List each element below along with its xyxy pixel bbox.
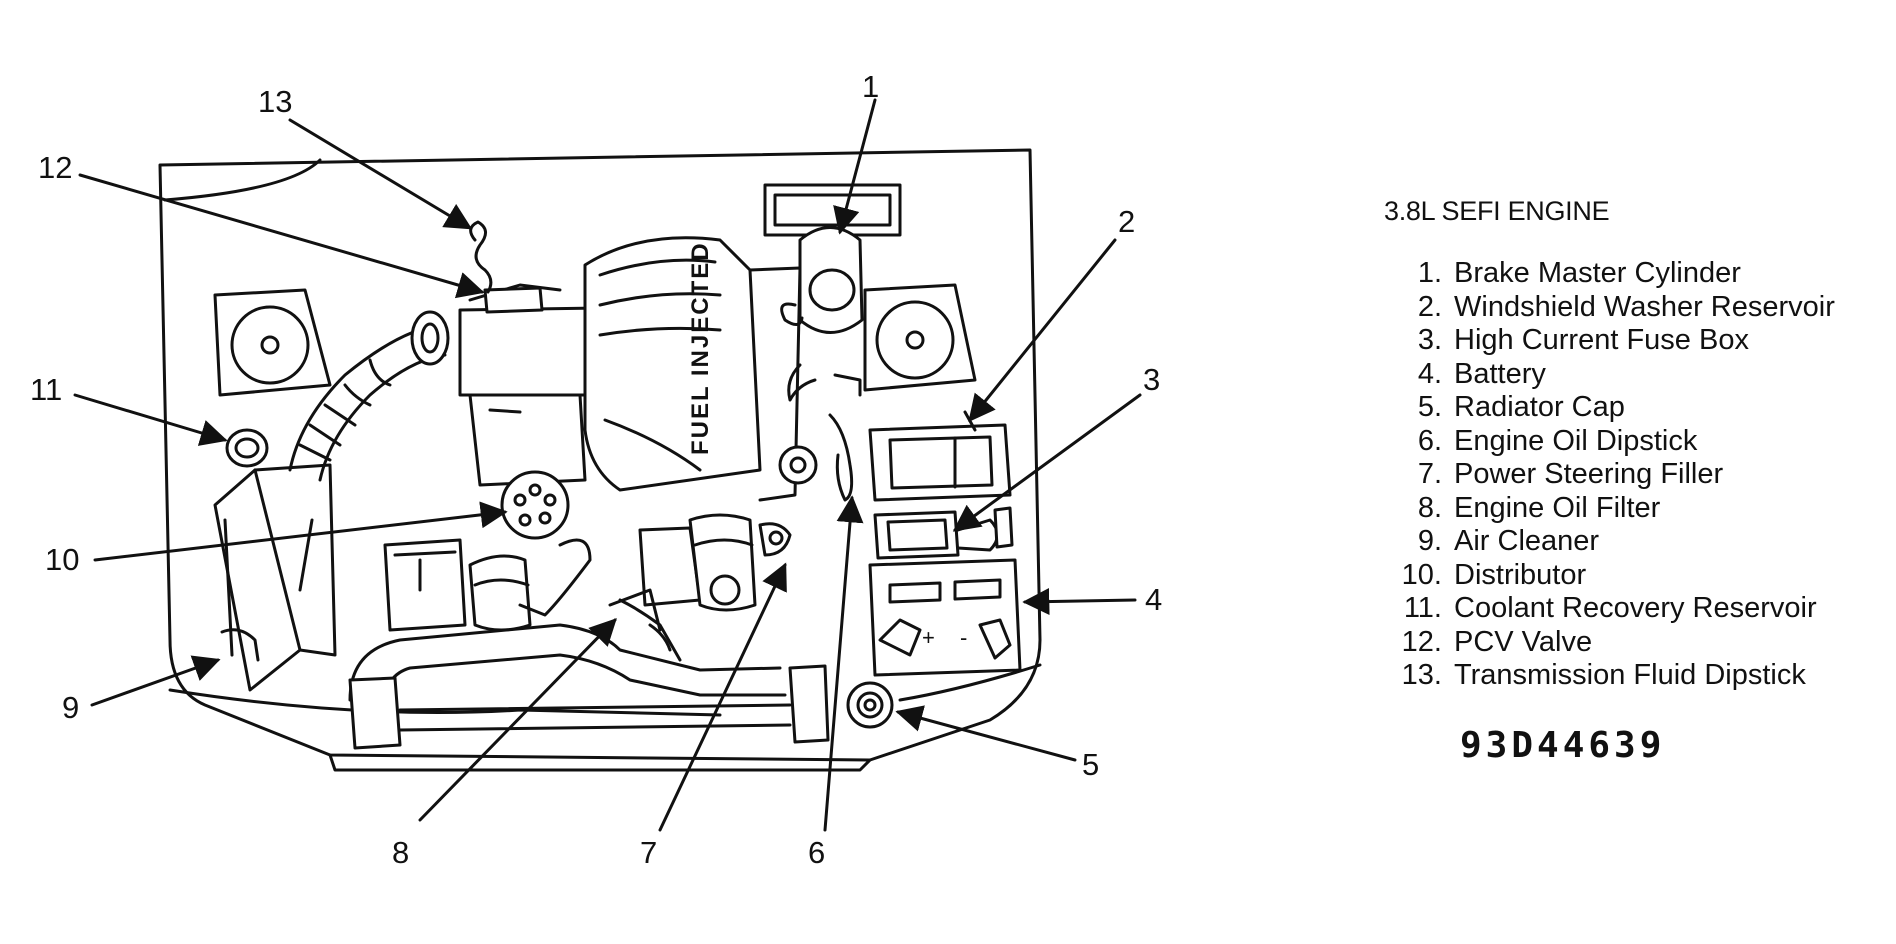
leader-line-3 xyxy=(952,393,1142,532)
legend-item: 11. Coolant Recovery Reservoir xyxy=(1384,592,1884,626)
legend-item-number: 11. xyxy=(1403,592,1442,624)
legend-item-number: 6. xyxy=(1417,424,1442,457)
distributor-part xyxy=(500,470,570,540)
callout-6: 6 xyxy=(808,835,825,870)
legend-item-label: Radiator Cap xyxy=(1454,391,1625,423)
legend-item: 8. Engine Oil Filter xyxy=(1384,492,1884,526)
svg-text:+: + xyxy=(922,625,935,650)
air-intake-duct xyxy=(288,310,450,482)
legend-item: 12. PCV Valve xyxy=(1384,626,1884,660)
fuse-box-part xyxy=(873,506,1014,560)
legend-item: 10. Distributor xyxy=(1384,559,1884,593)
figure-code: 93D44639 xyxy=(1460,724,1666,766)
legend-item: 1. Brake Master Cylinder xyxy=(1384,257,1884,291)
legend-panel: 3.8L SEFI ENGINE 1. Brake Master Cylinder… xyxy=(1384,196,1884,766)
legend-item-label: PCV Valve xyxy=(1454,625,1593,658)
leader-lines xyxy=(73,98,1142,832)
intake-plenum: FUEL INJECTED xyxy=(583,236,802,502)
legend-item-number: 4. xyxy=(1417,357,1442,390)
legend-item-number: 13. xyxy=(1401,659,1442,691)
legend-item-number: 2. xyxy=(1417,290,1442,323)
callout-9: 9 xyxy=(62,690,79,725)
throttle-body xyxy=(458,283,602,487)
coolant-reservoir-part xyxy=(225,428,269,468)
leader-line-8 xyxy=(418,618,617,822)
legend-item-label: Windshield Washer Reservoir xyxy=(1454,290,1835,323)
legend-item-number: 3. xyxy=(1417,324,1442,356)
callout-11: 11 xyxy=(30,372,62,407)
legend-item-number: 9. xyxy=(1417,525,1442,557)
callout-13: 13 xyxy=(258,84,292,119)
leader-line-1 xyxy=(833,98,877,235)
legend-item: 5. Radiator Cap xyxy=(1384,391,1884,425)
legend-list: 1. Brake Master Cylinder 2. Windshield Wash… xyxy=(1384,257,1884,693)
callout-7: 7 xyxy=(640,835,657,870)
leader-line-10 xyxy=(93,501,508,562)
callout-4: 4 xyxy=(1145,582,1162,617)
callout-2: 2 xyxy=(1118,204,1135,239)
legend-item-number: 7. xyxy=(1417,458,1442,490)
right-shock-tower xyxy=(863,283,977,392)
leader-line-12 xyxy=(78,173,485,299)
legend-item-label: High Current Fuse Box xyxy=(1454,324,1749,356)
callout-5: 5 xyxy=(1082,747,1099,782)
callout-10: 10 xyxy=(45,542,79,577)
legend-item: 4. Battery xyxy=(1384,358,1884,392)
leader-line-6 xyxy=(823,495,864,832)
leader-line-7 xyxy=(658,562,787,832)
air-cleaner-part xyxy=(213,463,337,692)
leader-line-5 xyxy=(895,705,1077,762)
legend-item-label: Battery xyxy=(1454,357,1546,390)
callout-1: 1 xyxy=(862,69,879,104)
legend-item-label: Engine Oil Dipstick xyxy=(1454,424,1698,457)
legend-item: 7. Power Steering Filler xyxy=(1384,458,1884,492)
callout-12: 12 xyxy=(38,150,72,185)
legend-item: 2. Windshield Washer Reservoir xyxy=(1384,291,1884,325)
oil-filter-part xyxy=(383,538,592,632)
legend-item-number: 10. xyxy=(1401,558,1442,591)
leader-line-13 xyxy=(288,118,473,230)
leader-line-4 xyxy=(1022,588,1137,616)
brake-master-cylinder-part xyxy=(763,183,902,402)
pcv-and-trans-dipstick xyxy=(469,220,544,314)
leader-line-2 xyxy=(968,238,1117,423)
legend-item-label: Air Cleaner xyxy=(1454,525,1600,557)
legend-item-label: Power Steering Filler xyxy=(1454,458,1724,490)
legend-item-label: Engine Oil Filter xyxy=(1454,491,1661,524)
legend-item-label: Distributor xyxy=(1454,558,1587,591)
svg-text:-: - xyxy=(960,625,967,650)
legend-item-label: Coolant Recovery Reservoir xyxy=(1454,592,1817,624)
legend-item: 13. Transmission Fluid Dipstick xyxy=(1384,659,1884,693)
leader-line-9 xyxy=(90,655,221,707)
legend-item-number: 8. xyxy=(1417,491,1442,524)
legend-item: 9. Air Cleaner xyxy=(1384,525,1884,559)
left-shock-tower xyxy=(213,288,332,397)
legend-item-label: Transmission Fluid Dipstick xyxy=(1454,659,1806,691)
callout-8: 8 xyxy=(392,835,409,870)
oil-dipstick-part xyxy=(778,413,854,502)
engine-compartment-drawing: FUEL INJECTED xyxy=(30,69,1162,870)
leader-line-11 xyxy=(73,393,228,446)
legend-item-number: 5. xyxy=(1417,391,1442,423)
legend-item: 3. High Current Fuse Box xyxy=(1384,324,1884,358)
legend-item-number: 12. xyxy=(1401,625,1442,658)
legend-item-label: Brake Master Cylinder xyxy=(1454,257,1741,289)
legend-item: 6. Engine Oil Dipstick xyxy=(1384,425,1884,459)
washer-reservoir-part xyxy=(868,410,1012,502)
fuel-injected-decal: FUEL INJECTED xyxy=(687,241,714,455)
legend-title: 3.8L SEFI ENGINE xyxy=(1384,196,1610,226)
power-steering-part xyxy=(638,513,792,612)
callout-numbers: 1 2 3 4 5 6 7 8 9 10 11 12 13 xyxy=(30,69,1162,870)
radiator-cap-part xyxy=(846,681,894,729)
battery-part: + - xyxy=(868,558,1022,677)
callout-3: 3 xyxy=(1143,362,1160,397)
legend-item-number: 1. xyxy=(1417,257,1442,289)
